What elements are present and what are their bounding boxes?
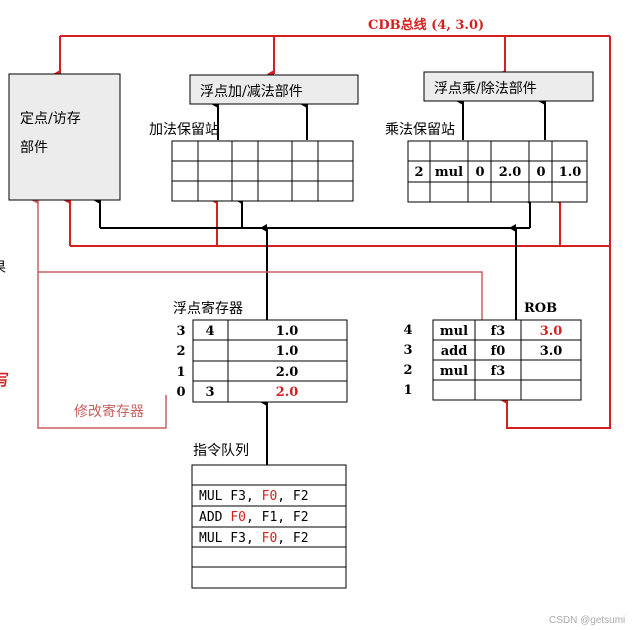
- add-station-label: 加法保留站: [149, 122, 219, 138]
- cdb-bus-label: CDB总线 (4, 3.0): [368, 17, 484, 33]
- add-reservation-station: [171, 140, 354, 202]
- fp-add-unit: [189, 74, 359, 105]
- fp-reg-number: 0: [176, 385, 185, 400]
- modify-register-path: [31, 196, 483, 429]
- cropped-edge-text: 写: [0, 371, 9, 389]
- fp-reg-tag: 3: [205, 385, 214, 400]
- mul-station-cell: 0: [475, 165, 484, 180]
- fp-reg-value: 1.0: [276, 324, 299, 339]
- rob-entry-number: 1: [403, 383, 412, 398]
- instruction-row: MUL F3, F0, F2: [199, 489, 309, 504]
- fp-reg-number: 2: [176, 344, 185, 359]
- fp-reg-number: 1: [176, 365, 185, 380]
- rob-dest: f3: [491, 364, 506, 379]
- mul-station-cell: 0: [536, 165, 545, 180]
- instruction-row: MUL F3, F0, F2: [199, 531, 309, 546]
- fp-reg-tag: 4: [205, 324, 214, 339]
- watermark: CSDN @getsumi: [549, 615, 625, 626]
- modify-register-label: 修改寄存器: [74, 403, 144, 420]
- fixed-point-unit-line2: 部件: [20, 140, 48, 156]
- fp-reg-number: 3: [176, 324, 185, 339]
- mul-station-label: 乘法保留站: [385, 122, 455, 138]
- cropped-edge-text: 果: [0, 260, 6, 276]
- instruction-queue: MUL F3, F0, F2 ADD F0, F1, F2 MUL F3, F0…: [191, 464, 347, 589]
- fp-register-label: 浮点寄存器: [173, 300, 243, 317]
- instruction-row: ADD F0, F1, F2: [199, 510, 309, 525]
- fixed-point-unit-line1: 定点/访存: [20, 111, 81, 127]
- rob-op: add: [441, 344, 468, 359]
- mul-reservation-station: 2 mul 0 2.0 0 1.0: [407, 140, 588, 203]
- mul-station-cell: 2: [414, 165, 423, 180]
- fp-add-unit-label: 浮点加/减法部件: [200, 84, 303, 100]
- fp-mul-unit-label: 浮点乘/除法部件: [434, 81, 537, 97]
- rob-op: mul: [440, 324, 468, 339]
- rob-entry-number: 4: [403, 323, 412, 338]
- fp-reg-value: 1.0: [276, 344, 299, 359]
- reorder-buffer: 4 mul f3 3.0 3 add f0 3.0 2 mul f3 1: [403, 319, 582, 401]
- cdb-bus: [53, 35, 611, 429]
- mul-station-cell: 1.0: [559, 165, 582, 180]
- rob-value: 3.0: [540, 344, 563, 359]
- fp-reg-value: 2.0: [276, 365, 299, 380]
- instruction-queue-label: 指令队列: [193, 443, 249, 459]
- rob-dest: f3: [491, 324, 506, 339]
- fp-reg-value-updated: 2.0: [276, 385, 299, 400]
- rob-value-updated: 3.0: [540, 324, 563, 339]
- fixed-point-memory-unit: [8, 73, 121, 201]
- rob-op: mul: [440, 364, 468, 379]
- rob-dest: f0: [491, 344, 506, 359]
- rob-entry-number: 3: [403, 343, 412, 358]
- fp-register-file: 3 4 1.0 2 1.0 1 2.0 0 3 2.0: [176, 319, 348, 403]
- rob-label: ROB: [524, 301, 557, 316]
- rob-entry-number: 2: [403, 363, 412, 378]
- fp-mul-unit: [423, 71, 594, 102]
- issue-bus: [93, 97, 546, 465]
- mul-station-cell: 2.0: [499, 165, 522, 180]
- mul-station-cell: mul: [435, 165, 463, 180]
